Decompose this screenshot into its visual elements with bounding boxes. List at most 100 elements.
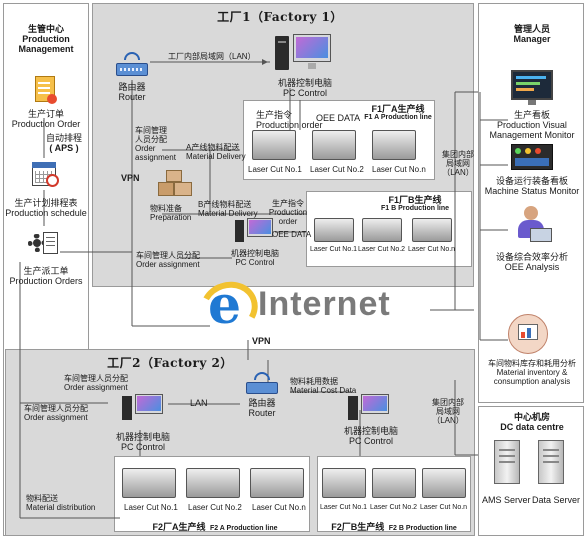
factory2-pc1-cn: 机器控制电脑 (115, 432, 170, 442)
factory1-line-b-title-en: F1 B Production line (380, 205, 450, 212)
factory1-a-delivery-cn: A产线物料配送 (186, 143, 240, 152)
visual-monitor-icon (511, 70, 553, 106)
dc-ams-label: AMS Server (482, 495, 531, 505)
production-center-title-en: Production (22, 34, 70, 44)
laser-cut-label: Laser Cut No.2 (188, 503, 242, 512)
dc-title-cn: 中心机房 (513, 412, 550, 422)
factory1-a-order-cn: 生产指令 (256, 110, 293, 120)
factory1-lan-label: 工厂内部局域网（LAN） (168, 52, 256, 61)
laser-cut-label: Laser Cut No.n (420, 504, 468, 511)
manager-group-lan-l3: （LAN） (442, 168, 474, 177)
factory1-assign-l3: Order (135, 144, 156, 153)
production-order-icon (33, 76, 57, 104)
laser-cutter-icon (422, 468, 466, 498)
manager-status-en: Machine Status Monitor (484, 186, 580, 196)
factory2-distribution-en: Material distribution (26, 503, 96, 512)
pc-control-icon (348, 394, 392, 424)
factory2-assign-a-cn: 车间管理人员分配 (64, 374, 128, 383)
laser-cutter-icon (322, 468, 366, 498)
manager-title-en: Manager (513, 34, 551, 44)
pc-control-icon (275, 34, 335, 74)
laser-cutter-icon (312, 130, 356, 160)
production-center-title-cn: 生管中心 (27, 24, 64, 34)
factory1-preparation-en: Preparation (150, 213, 192, 222)
factory1-preparation-cn: 物料准备 (150, 204, 182, 213)
factory1-title: 工厂1（Factory 1） (217, 10, 343, 24)
factory1-assign2-en: Order assignment (136, 260, 200, 269)
manager-visual-en2: Management Monitor (489, 130, 575, 140)
factory2-pc2-en: PC Control (348, 436, 393, 446)
pc-control-icon (235, 218, 275, 246)
laser-cutter-icon (314, 218, 354, 242)
manager-oee-cn: 设备综合效率分析 (495, 252, 568, 262)
pc-control-icon (122, 394, 166, 424)
factory1-line-b-title-cn: F1厂B生产线 (388, 195, 442, 205)
manager-inventory-cn: 车间物料库存和耗用分析 (488, 359, 576, 368)
internet-vpn-label: VPN (252, 336, 271, 346)
dispatch-label-cn: 生产派工单 (23, 266, 69, 276)
schedule-label-en: Production schedule (5, 208, 87, 218)
laser-cut-label: Laser Cut No.2 (310, 165, 364, 174)
factory1-a-order-en: Production order (256, 120, 323, 130)
data-server-icon (538, 440, 564, 484)
factory1-b-order-en2: order (278, 217, 298, 226)
factory1-pc-label-cn: 机器控制电脑 (277, 78, 332, 88)
laser-cut-label: Laser Cut No.2 (358, 246, 406, 253)
boxes-icon (158, 170, 194, 200)
dc-group-lan-l2: 局域网 (436, 407, 460, 416)
dc-title-en: DC data centre (500, 422, 564, 432)
factory2-cost-cn: 物料耗用数据 (290, 377, 338, 386)
laser-cut-label: Laser Cut No.n (408, 246, 456, 253)
laser-cutter-icon (186, 468, 240, 498)
internet-logo: e (193, 274, 265, 342)
factory2-pc2-cn: 机器控制电脑 (343, 426, 398, 436)
manager-title-cn: 管理人员 (513, 24, 550, 34)
laser-cutter-icon (362, 218, 402, 242)
factory1-assign2-cn: 车间管理人员分配 (136, 251, 200, 260)
production-order-label-en: Production Order (11, 119, 81, 129)
laser-cut-label: Laser Cut No.1 (248, 165, 302, 174)
factory1-b-pc-en: PC Control (235, 258, 275, 267)
aps-label-cn: 自动排程 (45, 133, 82, 143)
manager-visual-en1: Production Visual (497, 120, 567, 130)
factory1-assign-l1: 车间管理 (135, 126, 167, 135)
laser-cutter-icon (372, 130, 416, 160)
factory2-assign-b-en: Order assignment (24, 413, 88, 422)
router-icon (246, 372, 278, 396)
gear-icon (28, 232, 58, 256)
dc-data-label: Data Server (532, 495, 581, 505)
laser-cut-label: Laser Cut No.1 (124, 503, 178, 512)
factory2-router-label-cn: 路由器 (248, 398, 276, 408)
manager-inventory-en2: consumption analysis (493, 377, 571, 386)
manager-group-lan-l1: 集团内部 (442, 150, 474, 159)
router-icon (116, 52, 148, 78)
factory2-assign-a-en: Order assignment (64, 383, 128, 392)
manager-status-cn: 设备运行装备看板 (495, 176, 568, 186)
laser-cutter-icon (252, 130, 296, 160)
manager-visual-cn: 生产看板 (513, 110, 550, 120)
aps-label-en: ( APS ) (49, 143, 79, 153)
ams-server-icon (494, 440, 520, 484)
factory2-assign-b-cn: 车间管理人员分配 (24, 404, 88, 413)
machine-status-monitor-icon (511, 144, 553, 172)
laser-cut-label: Laser Cut No.1 (310, 246, 358, 253)
dc-group-lan-l1: 集团内部 (432, 398, 464, 407)
dc-panel (478, 406, 584, 536)
laser-cutter-icon (250, 468, 304, 498)
factory2-lan-label: LAN (190, 398, 208, 408)
production-center-title-en2: Management (18, 44, 74, 54)
factory1-line-a-title-cn: F1厂A生产线 (371, 104, 425, 114)
calendar-icon (32, 160, 60, 188)
manager-group-lan-l2: 局域网 (446, 159, 470, 168)
factory1-assign-l4: assignment (135, 153, 176, 162)
person-laptop-icon (514, 206, 554, 244)
factory2-router-label-en: Router (248, 408, 276, 418)
factory1-assign-l2: 人员分配 (135, 135, 167, 144)
factory1-b-order-cn: 生产指令 (272, 199, 304, 208)
factory1-line-a-title-en: F1 A Production line (364, 114, 432, 121)
manager-inventory-en1: Material inventory & (496, 368, 568, 377)
factory2-line-b-title-en: F2 B Production line (388, 525, 457, 532)
laser-cut-label: Laser Cut No.n (372, 165, 426, 174)
factory1-b-delivery-cn: B产线物料配送 (198, 200, 252, 209)
